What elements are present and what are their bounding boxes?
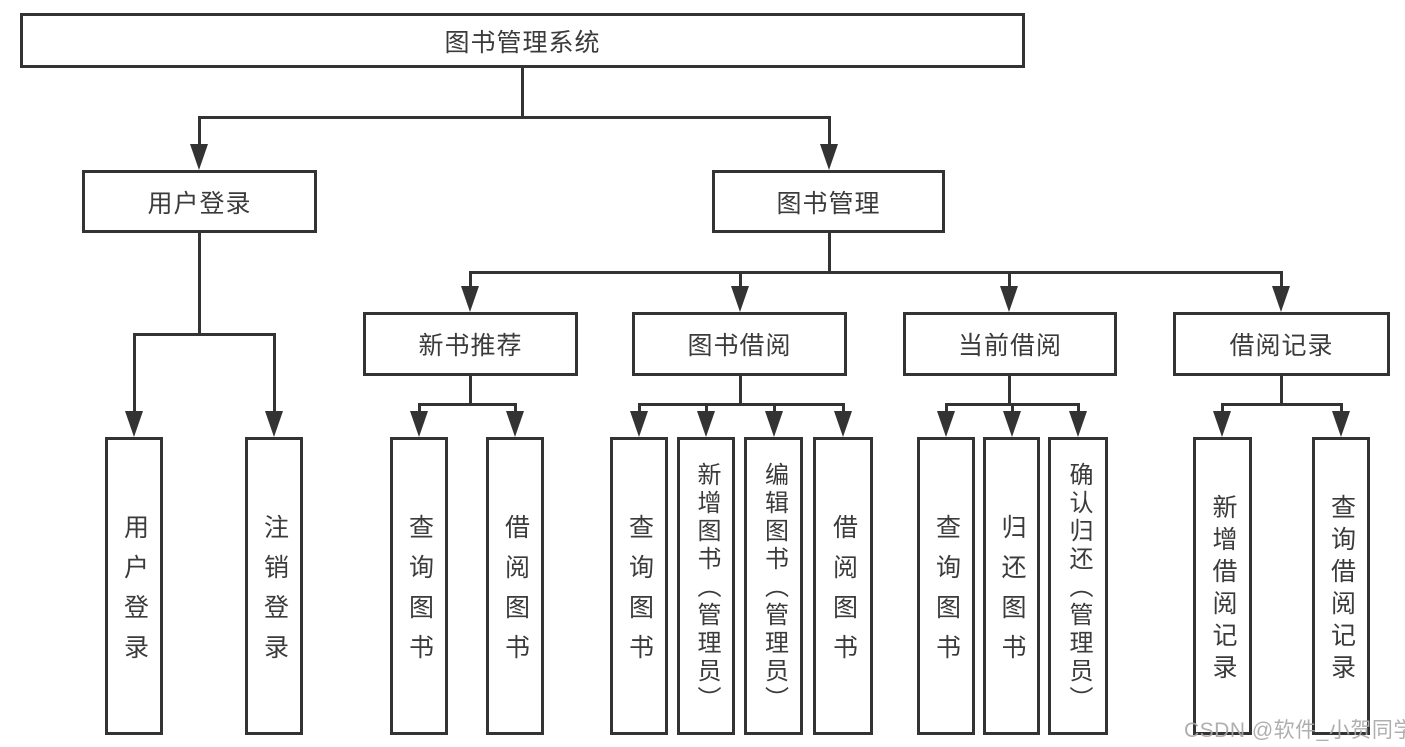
node-label: 新书推荐 <box>418 332 523 360</box>
arrow-down-icon <box>820 144 838 170</box>
leaf-logout: 注销登录 <box>245 437 303 735</box>
connector-line <box>1221 403 1224 415</box>
leaf-label: 查询图书 <box>932 513 961 674</box>
node-label: 用户登录 <box>147 189 252 218</box>
leaf-query-books-current: 查询图书 <box>917 437 975 735</box>
connector-line <box>705 403 708 415</box>
leaf-label: 借阅图书 <box>829 513 858 674</box>
connector-line <box>198 116 201 148</box>
arrow-down-icon <box>697 411 715 437</box>
leaf-query-borrow-record: 查询借阅记录 <box>1312 437 1370 735</box>
node-label: 图书管理系统 <box>444 28 601 57</box>
leaf-return-books: 归还图书 <box>983 437 1040 735</box>
node-book-borrowing: 图书借阅 <box>632 312 847 376</box>
connector-line <box>514 403 517 415</box>
arrow-down-icon <box>731 286 749 312</box>
arrow-down-icon <box>265 411 283 437</box>
connector-line <box>1008 374 1011 406</box>
leaf-label: 归还图书 <box>998 513 1026 674</box>
arrow-down-icon <box>1003 411 1021 437</box>
leaf-user-login: 用户登录 <box>105 437 163 735</box>
connector-line <box>133 333 276 336</box>
arrow-down-icon <box>461 286 479 312</box>
connector-line <box>198 232 201 336</box>
leaf-add-borrow-record: 新增借阅记录 <box>1193 437 1252 735</box>
node-current-borrowing: 当前借阅 <box>903 312 1117 376</box>
arrow-down-icon <box>410 411 428 437</box>
leaf-query-books-borrowing: 查询图书 <box>610 437 668 735</box>
connector-line <box>1011 403 1014 415</box>
node-label: 借阅记录 <box>1229 332 1334 360</box>
leaf-borrow-books-recommend: 借阅图书 <box>486 437 544 735</box>
connector-line <box>418 403 517 406</box>
node-label: 当前借阅 <box>957 332 1062 360</box>
connector-line <box>739 374 742 406</box>
leaf-add-books-admin: 新增图书（管理员） <box>677 437 735 735</box>
arrow-down-icon <box>1213 411 1231 437</box>
node-label: 图书管理 <box>776 189 881 218</box>
connector-line <box>469 271 1283 274</box>
arrow-down-icon <box>937 411 955 437</box>
node-borrowing-records: 借阅记录 <box>1173 312 1390 376</box>
leaf-label: 借阅图书 <box>501 513 530 674</box>
arrow-down-icon <box>834 411 852 437</box>
connector-line <box>133 333 136 415</box>
leaf-label: 新增图书（管理员） <box>693 462 720 714</box>
arrow-down-icon <box>1000 286 1018 312</box>
connector-line <box>1280 374 1283 406</box>
connector-line <box>945 403 948 415</box>
arrow-down-icon <box>190 144 208 170</box>
leaf-query-books-recommend: 查询图书 <box>390 437 448 735</box>
node-new-book-recommendation: 新书推荐 <box>363 312 578 376</box>
connector-line <box>1280 271 1283 289</box>
arrow-down-icon <box>765 411 783 437</box>
leaf-label: 确认归还（管理员） <box>1065 462 1092 714</box>
arrow-down-icon <box>1272 286 1290 312</box>
leaf-label: 查询图书 <box>405 513 434 674</box>
connector-line <box>638 403 844 406</box>
node-label: 图书借阅 <box>687 332 792 360</box>
leaf-label: 编辑图书（管理员） <box>760 462 788 714</box>
connector-line <box>828 116 831 148</box>
connector-line <box>469 271 472 289</box>
arrow-down-icon <box>506 411 524 437</box>
connector-line <box>828 232 831 274</box>
arrow-down-icon <box>125 411 143 437</box>
arrow-down-icon <box>1332 411 1350 437</box>
leaf-label: 注销登录 <box>260 513 289 674</box>
connector-line <box>198 116 831 119</box>
connector-line <box>1221 403 1342 406</box>
leaf-label: 用户登录 <box>120 513 149 674</box>
connector-line <box>773 403 776 415</box>
node-user-login: 用户登录 <box>82 170 317 233</box>
connector-line <box>469 374 472 406</box>
connector-line <box>521 67 524 119</box>
arrow-down-icon <box>630 411 648 437</box>
watermark-text: CSDN @软件_小贺同学 <box>1184 719 1405 742</box>
connector-line <box>1077 403 1080 415</box>
leaf-label: 查询图书 <box>625 513 654 674</box>
connector-line <box>418 403 421 415</box>
connector-line <box>638 403 641 415</box>
node-library-management-system: 图书管理系统 <box>20 13 1025 68</box>
leaf-confirm-return-admin: 确认归还（管理员） <box>1048 437 1108 735</box>
connector-line <box>273 333 276 415</box>
node-book-management: 图书管理 <box>712 170 945 233</box>
leaf-borrow-books: 借阅图书 <box>813 437 873 735</box>
connector-line <box>739 271 742 289</box>
leaf-label: 新增借阅记录 <box>1209 493 1237 686</box>
connector-line <box>1008 271 1011 289</box>
leaf-edit-books-admin: 编辑图书（管理员） <box>744 437 803 735</box>
connector-line <box>1340 403 1343 415</box>
connector-line <box>842 403 845 415</box>
leaf-label: 查询借阅记录 <box>1327 493 1356 686</box>
arrow-down-icon <box>1069 411 1087 437</box>
